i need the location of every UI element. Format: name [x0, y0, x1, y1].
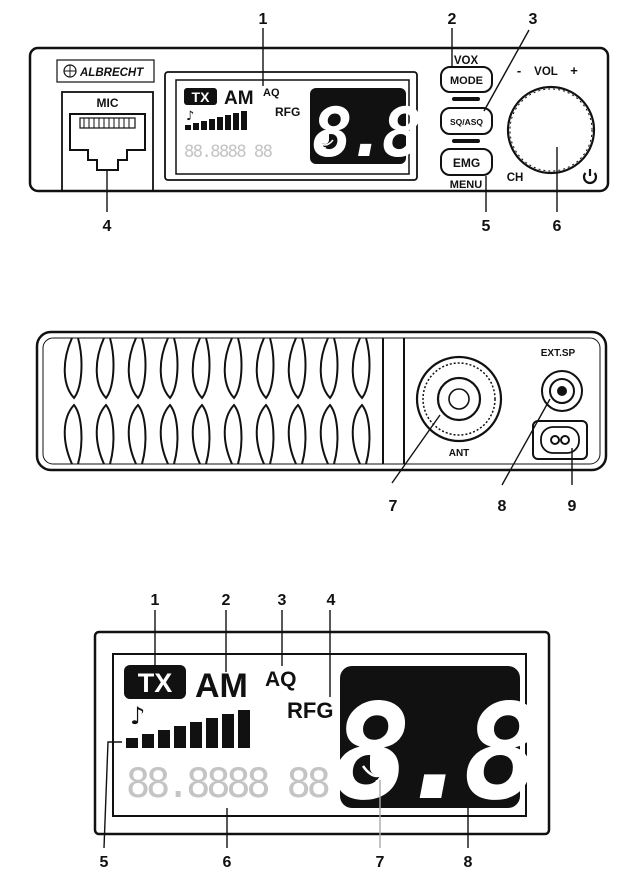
front-callout-6: 6: [553, 218, 562, 235]
front-panel: ALBRECHT MIC TX AM AQ RFG ♪: [28, 11, 610, 235]
mode-button[interactable]: MODE: [440, 66, 493, 93]
antenna-connector[interactable]: [415, 355, 503, 443]
display-callout-lines: [103, 610, 469, 849]
display-am: AM: [195, 667, 248, 705]
mode-button-label: MODE: [450, 75, 483, 87]
vox-label: VOX: [454, 55, 479, 67]
front-callout-1: 1: [259, 11, 268, 28]
rear-panel: ANT EXT.SP 7 8 9: [35, 330, 608, 515]
display-callout-7: 7: [376, 854, 385, 871]
brand-logo: ALBRECHT: [56, 59, 155, 83]
front-microphone-icon: [316, 130, 334, 153]
emg-button-label: EMG: [453, 156, 480, 170]
display-callout-3: 3: [278, 592, 287, 609]
signal-bars-icon: [126, 710, 250, 748]
display-dots: 88.8888 88: [126, 761, 329, 807]
front-signal-bars-icon: [185, 111, 247, 130]
front-lcd-aq: AQ: [263, 87, 280, 99]
vol-minus-label: -: [517, 63, 521, 78]
display-detail: TX AM AQ RFG ♪ 88.8888 88 8.8: [93, 592, 551, 871]
display-callout-4: 4: [327, 592, 336, 609]
display-tx: TX: [138, 668, 173, 698]
power-icon: [582, 169, 598, 185]
front-lcd-dots: 88.8888 88: [184, 142, 273, 162]
display-aq: AQ: [265, 668, 297, 691]
front-callout-4: 4: [103, 218, 112, 235]
front-lcd-tx: TX: [192, 89, 211, 105]
display-rfg: RFG: [287, 698, 333, 723]
vol-label: VOL: [534, 66, 558, 78]
display-callout-6: 6: [223, 854, 232, 871]
mic-label: MIC: [97, 96, 119, 110]
heatsink-fins: [63, 337, 405, 465]
music-note-icon: ♪: [130, 702, 145, 730]
menu-label: MENU: [450, 179, 482, 191]
globe-icon: [63, 64, 77, 78]
front-lcd-rfg: RFG: [275, 105, 300, 119]
sq-asq-button-label: SQ/ASQ: [450, 117, 483, 127]
display-big: 8.8: [332, 676, 537, 830]
front-callout-3: 3: [529, 11, 538, 28]
display-callout-8: 8: [464, 854, 473, 871]
ant-label: ANT: [449, 448, 470, 459]
front-lcd: TX AM AQ RFG ♪ 88.8888 88 8.8: [164, 71, 425, 181]
front-callout-5: 5: [482, 218, 491, 235]
ext-speaker-jack[interactable]: [541, 370, 583, 412]
front-callout-2: 2: [448, 11, 457, 28]
display-callout-1: 1: [151, 592, 160, 609]
volume-channel-knob[interactable]: [506, 85, 596, 175]
front-lcd-big: 8.8: [312, 94, 420, 173]
microphone-icon: [361, 750, 393, 790]
power-connector[interactable]: [532, 420, 588, 460]
mic-socket: MIC: [61, 91, 154, 192]
display-callout-2: 2: [222, 592, 231, 609]
display-callout-5: 5: [100, 854, 109, 871]
brand-name: ALBRECHT: [79, 67, 144, 79]
ext-sp-label: EXT.SP: [541, 348, 576, 359]
ch-label: CH: [507, 172, 524, 184]
sq-asq-button[interactable]: SQ/ASQ: [440, 107, 493, 135]
rear-callout-lines: [391, 398, 573, 486]
rear-callout-9: 9: [568, 498, 577, 515]
front-callout-lines: [106, 28, 558, 212]
rj45-jack-icon: [69, 113, 146, 171]
rear-callout-8: 8: [498, 498, 507, 515]
rear-callout-7: 7: [389, 498, 398, 515]
front-lcd-am: AM: [224, 88, 254, 109]
vol-plus-label: +: [570, 63, 578, 78]
front-music-note-icon: ♪: [186, 109, 194, 124]
emg-button[interactable]: EMG: [440, 148, 493, 176]
